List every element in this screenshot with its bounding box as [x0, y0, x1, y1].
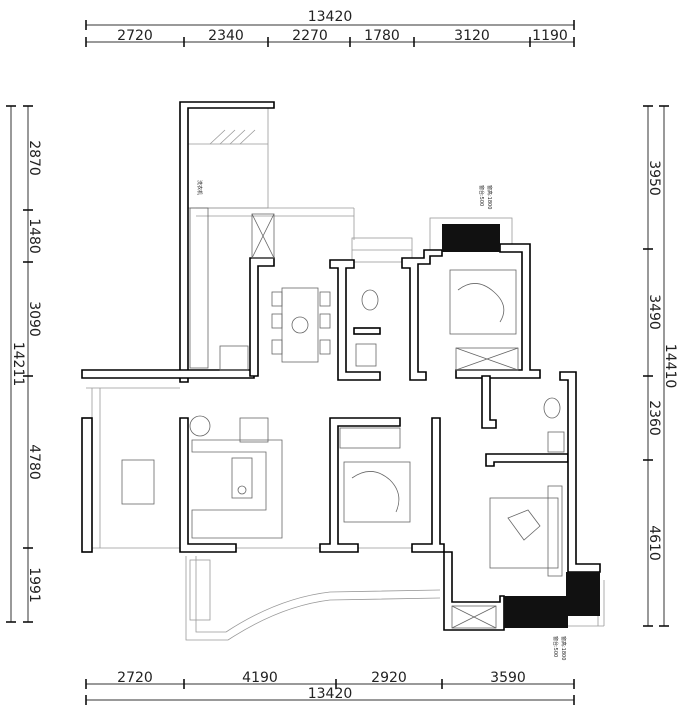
notes: 窗台:500 窗高:1800 窗台:500 窗高:1800 洗衣机 — [196, 180, 567, 660]
right-dim-3: 2360 — [646, 400, 662, 436]
wardrobe-cross — [455, 347, 519, 371]
basin — [355, 343, 377, 367]
furniture — [121, 207, 565, 629]
basin-2 — [547, 431, 565, 453]
dining-chair — [271, 339, 283, 355]
living-top-wall — [81, 369, 255, 379]
master-wardrobe — [547, 485, 563, 577]
bed-3 — [489, 497, 559, 569]
dining-chair — [319, 339, 331, 355]
bed-1 — [449, 269, 517, 335]
lower-note-2: 窗高:1800 — [560, 636, 567, 660]
left-dim-2: 1480 — [26, 218, 42, 254]
bed-3-pillow — [507, 509, 541, 541]
bottom-dim-2: 4190 — [242, 670, 278, 686]
armchair — [239, 417, 269, 443]
fridge-cross — [251, 213, 275, 259]
bottom-dimensions: 2720 4190 2920 3590 13420 — [85, 670, 575, 705]
top-dim-2: 2340 — [208, 28, 244, 44]
left-dimensions: 14211 2870 1480 3090 4780 1991 — [6, 105, 42, 623]
dining-chair — [319, 313, 331, 329]
top-dim-1: 2720 — [117, 28, 153, 44]
glass-hatch — [209, 129, 226, 145]
upper-note-1: 窗台:500 — [478, 185, 485, 206]
dining-chair — [319, 291, 331, 307]
bathroom-divider — [353, 327, 381, 335]
dark-blocks — [442, 224, 600, 628]
corridor-wall — [411, 417, 505, 631]
top-dim-6: 1190 — [532, 28, 568, 44]
bottom-dim-4: 3590 — [490, 670, 526, 686]
mid-wardrobe — [339, 427, 401, 449]
right-dim-4: 4610 — [646, 525, 662, 561]
living-plant — [189, 415, 211, 437]
lower-balcony-curve-inner — [195, 556, 441, 633]
kitchen-counter — [189, 207, 209, 369]
top-dimensions: 13420 2720 2340 2270 1780 3120 1190 — [85, 9, 575, 47]
left-dim-3: 3090 — [26, 301, 42, 337]
lower-bath-cabinet — [451, 605, 497, 629]
living-partition — [179, 417, 237, 553]
dining-chair — [271, 313, 283, 329]
bottom-dim-3: 2920 — [371, 670, 407, 686]
top-dim-3: 2270 — [292, 28, 328, 44]
context-lines — [86, 107, 605, 641]
laundry-label: 洗衣机 — [196, 180, 203, 195]
kitchen-wall — [179, 101, 275, 383]
right-dimensions: 3950 3490 2360 4610 14410 — [643, 105, 678, 627]
lower-dark-block-side — [566, 572, 600, 616]
bottom-dim-1: 2720 — [117, 670, 153, 686]
coffee-table — [231, 457, 253, 499]
upper-note-2: 窗高:1800 — [486, 185, 493, 209]
dining-chair — [271, 291, 283, 307]
bedroom-mid-wall — [319, 417, 401, 553]
bathroom-left-wall — [329, 259, 381, 381]
left-dim-5: 1991 — [26, 567, 42, 603]
sofa — [191, 439, 283, 539]
bed-2 — [343, 461, 411, 523]
right-dim-2: 3490 — [646, 294, 662, 330]
cabinet-cross — [451, 605, 497, 629]
top-dim-5: 3120 — [454, 28, 490, 44]
left-total-dim: 14211 — [10, 342, 26, 387]
lower-note-1: 窗台:500 — [552, 636, 559, 657]
left-dim-1: 2870 — [26, 140, 42, 176]
bedroom1-wardrobe — [455, 347, 519, 371]
bed-1-pattern — [457, 283, 505, 323]
lower-dark-block — [504, 596, 568, 628]
table-plant — [291, 316, 309, 334]
bath2-bottom-wall — [485, 453, 569, 467]
bath2-wall — [481, 375, 497, 429]
bedroom1-left-wall — [401, 249, 443, 381]
tv-cabinet — [121, 459, 155, 505]
right-outer-wall — [559, 371, 601, 573]
kitchen-pillar — [249, 257, 275, 377]
kitchen-cabinet — [219, 345, 249, 371]
bed-2-pattern — [351, 471, 400, 513]
right-total-dim: 14410 — [662, 344, 678, 389]
lower-balcony-curve — [185, 556, 441, 641]
left-dim-4: 4780 — [26, 444, 42, 480]
toilet — [361, 289, 379, 311]
bedroom1-right-wall — [455, 243, 541, 379]
living-left-wall — [81, 417, 93, 553]
glass-hatch — [229, 129, 246, 145]
walls — [81, 101, 601, 631]
top-total-dim: 13420 — [308, 9, 353, 25]
glass-hatch — [219, 129, 236, 145]
toilet-2 — [543, 397, 561, 419]
upper-dark-block — [442, 224, 500, 252]
glass-hatch — [239, 129, 256, 145]
top-dim-4: 1780 — [364, 28, 400, 44]
balcony-cabinet — [189, 559, 211, 621]
fridge — [251, 213, 275, 259]
bottom-total-dim: 13420 — [308, 686, 353, 702]
right-dim-1: 3950 — [646, 160, 662, 196]
dining-table — [281, 287, 319, 363]
coffee-ornament — [237, 485, 247, 495]
